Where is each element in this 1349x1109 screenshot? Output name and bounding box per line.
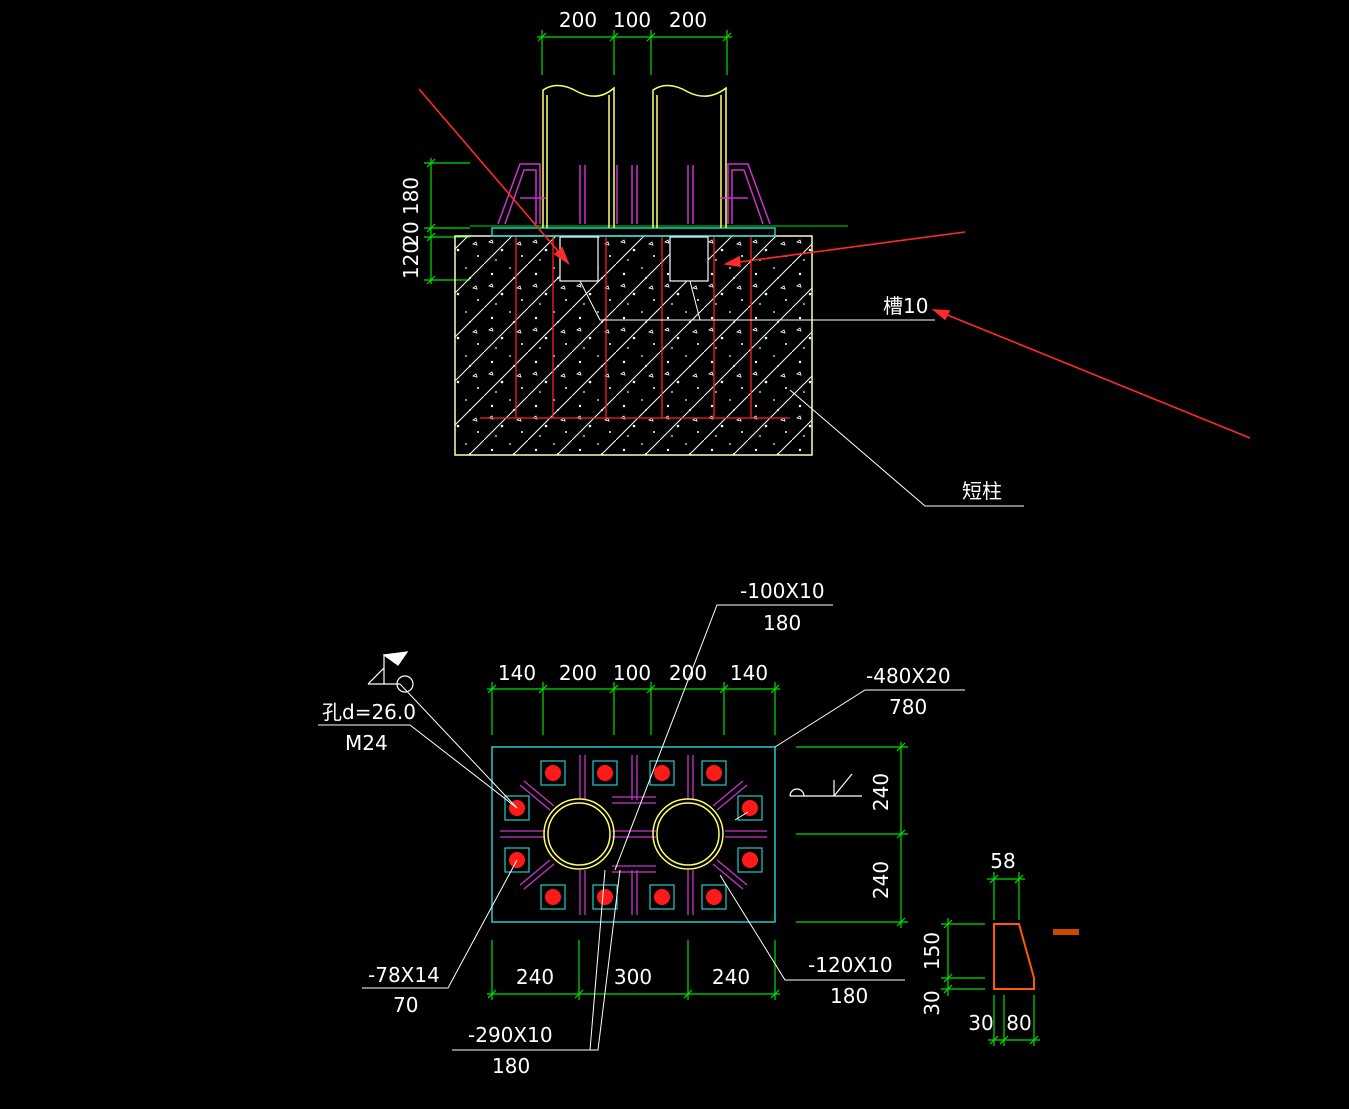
rib-tiny-note bbox=[1053, 929, 1079, 935]
elevation-pipes bbox=[542, 84, 727, 228]
rib-detail: 58 150 30 30 80 bbox=[920, 849, 1079, 1046]
rib-dim-58: 58 bbox=[990, 849, 1015, 873]
plate-length: 780 bbox=[889, 695, 927, 719]
anchor-bolts bbox=[504, 760, 763, 910]
plan-dim-140-left: 140 bbox=[498, 661, 536, 685]
plan-dim-200-left: 200 bbox=[559, 661, 597, 685]
plan-leaders bbox=[318, 604, 965, 1051]
plan-right-dimension bbox=[796, 742, 908, 928]
rib-label: -78X14 bbox=[368, 963, 440, 987]
plan-base-plate bbox=[491, 746, 776, 923]
plan-dim-300: 300 bbox=[614, 965, 652, 989]
plan-pipes bbox=[543, 798, 724, 870]
elevation-leaders bbox=[579, 280, 1024, 507]
elev-dim-200-right: 200 bbox=[669, 8, 707, 32]
elev-dim-120: 120 bbox=[399, 241, 423, 279]
annotation-arrows bbox=[418, 88, 1251, 439]
stiffener1-label: -100X10 bbox=[740, 579, 825, 603]
bolt-label: M24 bbox=[345, 731, 388, 755]
stiffener1-length: 180 bbox=[763, 611, 801, 635]
rib-dim-80: 80 bbox=[1006, 1011, 1031, 1035]
elevation-view: 200 100 200 180 20 120 bbox=[399, 8, 1251, 507]
stiffener2-length: 180 bbox=[830, 984, 868, 1008]
plan-view: 140 200 100 200 140 240 240 bbox=[318, 579, 965, 1078]
rib-plate-outline bbox=[993, 923, 1035, 990]
elev-dim-200-left: 200 bbox=[559, 8, 597, 32]
elevation-base-plate bbox=[491, 227, 776, 237]
plan-stiffeners bbox=[500, 755, 767, 915]
elev-dim-100: 100 bbox=[613, 8, 651, 32]
plan-dim-100: 100 bbox=[613, 661, 651, 685]
anchor-rebars bbox=[480, 237, 790, 419]
rib-length: 70 bbox=[393, 993, 418, 1017]
plate-label: -480X20 bbox=[866, 664, 951, 688]
elevation-top-dimension bbox=[537, 30, 732, 75]
plan-top-dimension bbox=[487, 682, 780, 735]
plan-dim-240-left: 240 bbox=[516, 965, 554, 989]
plan-dim-240-right: 240 bbox=[712, 965, 750, 989]
elev-dim-180: 180 bbox=[399, 177, 423, 215]
stub-label: 短柱 bbox=[962, 479, 1002, 503]
rib-dim-150: 150 bbox=[920, 932, 944, 970]
elevation-stiffeners bbox=[497, 163, 771, 225]
weld-symbol-right bbox=[789, 773, 862, 797]
stiffener3-length: 180 bbox=[492, 1054, 530, 1078]
plan-dim-140-right: 140 bbox=[730, 661, 768, 685]
weld-symbol-left bbox=[367, 651, 414, 693]
plan-bottom-dimension bbox=[487, 940, 780, 1000]
stiffener2-label: -120X10 bbox=[808, 953, 893, 977]
plan-dim-240-bottom: 240 bbox=[869, 861, 893, 899]
stiffener3-label: -290X10 bbox=[468, 1023, 553, 1047]
rib-dim-30-vertical: 30 bbox=[920, 990, 944, 1015]
concrete-stub bbox=[454, 235, 813, 456]
channel-label: 槽10 bbox=[883, 294, 928, 318]
channel-slot-right bbox=[669, 236, 709, 282]
rib-dim-30-horizontal: 30 bbox=[968, 1011, 993, 1035]
hole-label: 孔d=26.0 bbox=[322, 700, 416, 724]
plan-dim-240-top: 240 bbox=[869, 773, 893, 811]
elev-dim-20: 20 bbox=[399, 221, 423, 246]
